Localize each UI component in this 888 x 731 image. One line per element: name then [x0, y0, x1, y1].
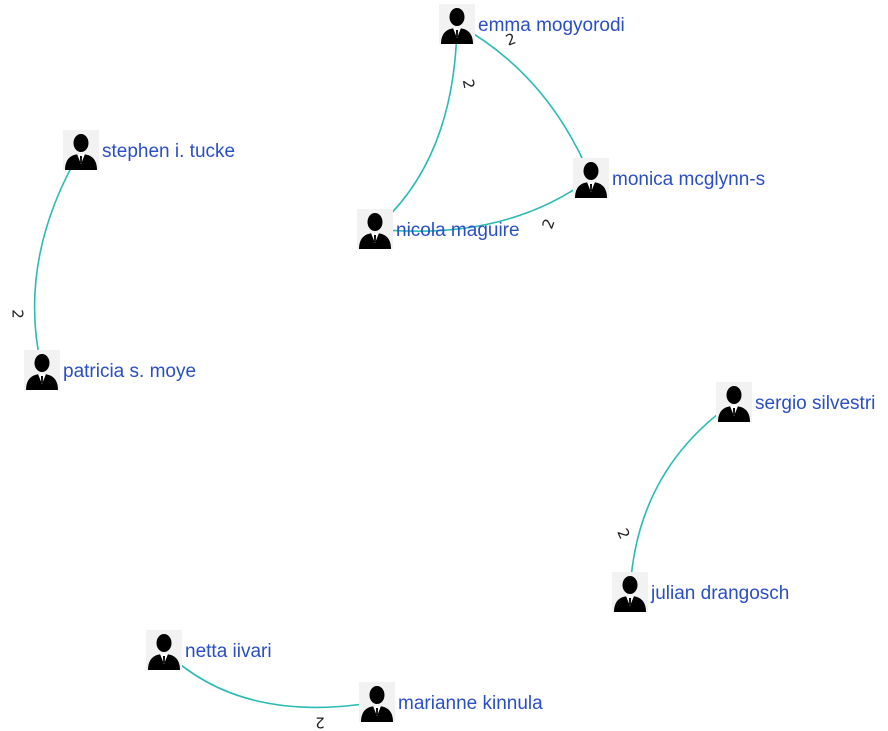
- person-icon: [359, 682, 395, 722]
- person-icon: [63, 130, 99, 170]
- node-label[interactable]: emma mogyorodi: [478, 15, 625, 36]
- edge-netta-marianne: [163, 649, 378, 709]
- node-monica[interactable]: monica mcglynn-s: [573, 158, 765, 198]
- person-icon: [716, 382, 752, 422]
- edge-weight-label: 2: [459, 78, 478, 91]
- node-sergio[interactable]: sergio silvestri: [716, 382, 875, 422]
- person-icon: [612, 572, 648, 612]
- node-label[interactable]: monica mcglynn-s: [612, 169, 765, 190]
- edge-sergio-julian: [629, 401, 735, 593]
- node-label[interactable]: marianne kinnula: [398, 693, 543, 714]
- person-icon: [24, 350, 60, 390]
- person-icon: [439, 4, 475, 44]
- edge-weight-label: 2: [538, 216, 558, 231]
- person-icon: [146, 630, 182, 670]
- node-netta[interactable]: netta iivari: [146, 630, 272, 670]
- node-julian[interactable]: julian drangosch: [612, 572, 789, 612]
- node-label[interactable]: stephen i. tucke: [102, 141, 235, 162]
- node-emma[interactable]: emma mogyorodi: [439, 4, 625, 44]
- node-label[interactable]: sergio silvestri: [755, 393, 875, 414]
- edge-weight-label: 2: [315, 714, 325, 731]
- node-label[interactable]: nicola maguire: [396, 220, 520, 241]
- node-label[interactable]: netta iivari: [185, 641, 272, 662]
- node-label[interactable]: julian drangosch: [650, 583, 789, 604]
- edge-weight-label: 2: [613, 526, 633, 542]
- person-icon: [573, 158, 609, 198]
- person-icon: [357, 209, 393, 249]
- edge-monica-nicola: [374, 177, 592, 232]
- node-patricia[interactable]: patricia s. moye: [24, 350, 196, 390]
- node-marianne[interactable]: marianne kinnula: [359, 682, 543, 722]
- edge-weight-label: 2: [9, 309, 27, 319]
- node-stephen[interactable]: stephen i. tucke: [63, 130, 235, 170]
- edge-stephen-patricia: [33, 149, 82, 371]
- edge-emma-monica: [456, 23, 592, 179]
- edge-emma-nicola: [374, 23, 458, 230]
- node-label[interactable]: patricia s. moye: [63, 361, 196, 382]
- node-nicola[interactable]: nicola maguire: [357, 209, 520, 249]
